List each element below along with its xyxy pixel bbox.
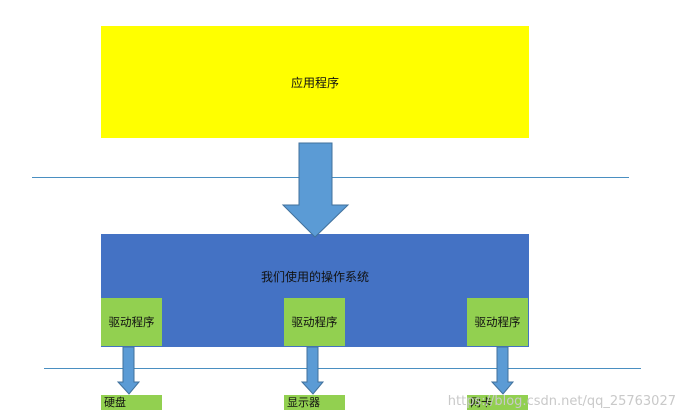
- driver-box-2: 驱动程序: [284, 298, 345, 346]
- device-label-2: 显示器: [287, 396, 320, 409]
- down-arrow-driver-3: [490, 346, 515, 395]
- driver-label-1: 驱动程序: [108, 315, 155, 329]
- down-arrow-driver-2: [300, 346, 325, 395]
- down-arrow-driver-1: [116, 346, 141, 395]
- driver-box-1: 驱动程序: [101, 298, 162, 346]
- application-label: 应用程序: [290, 75, 339, 90]
- application-box: 应用程序: [101, 26, 529, 138]
- big-down-arrow: [281, 142, 350, 238]
- divider-line-bottom: [44, 368, 641, 369]
- device-box-1: 硬盘: [101, 395, 162, 410]
- device-label-1: 硬盘: [104, 396, 126, 409]
- operating-system-label: 我们使用的操作系统: [260, 270, 369, 284]
- device-box-2: 显示器: [284, 395, 345, 410]
- watermark-text: https://blog.csdn.net/qq_25763027: [447, 394, 676, 409]
- device-box-3: 网卡: [467, 395, 528, 410]
- driver-label-2: 驱动程序: [291, 315, 338, 329]
- device-label-3: 网卡: [470, 396, 492, 409]
- driver-box-3: 驱动程序: [467, 298, 528, 346]
- driver-label-3: 驱动程序: [474, 315, 521, 329]
